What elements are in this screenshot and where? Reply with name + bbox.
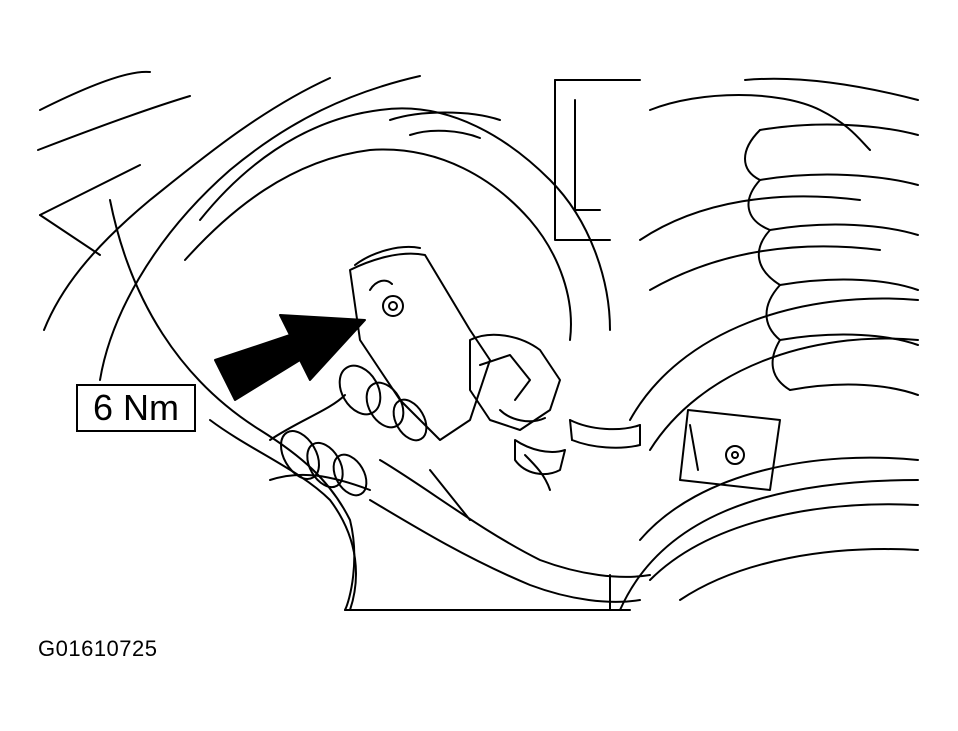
ground-lines [344, 574, 631, 611]
figure-id: G01610725 [38, 636, 158, 661]
torque-label: 6 Nm [92, 387, 179, 428]
left-hose [109, 199, 357, 611]
sensor-connector [469, 333, 566, 491]
hose-clamp [569, 419, 641, 449]
torque-callout: 6 Nm [76, 384, 196, 432]
upper-left-contours [37, 70, 421, 381]
right-bracket [679, 409, 781, 491]
main-hose [184, 107, 611, 341]
corrugated-boot [269, 364, 428, 497]
coil-spring [639, 77, 919, 396]
lower-right-arcs [619, 297, 919, 611]
upper-right-housing [554, 79, 641, 241]
lower-hose [369, 459, 651, 603]
sensor-bracket [349, 246, 491, 441]
arrow-icon [214, 314, 366, 401]
